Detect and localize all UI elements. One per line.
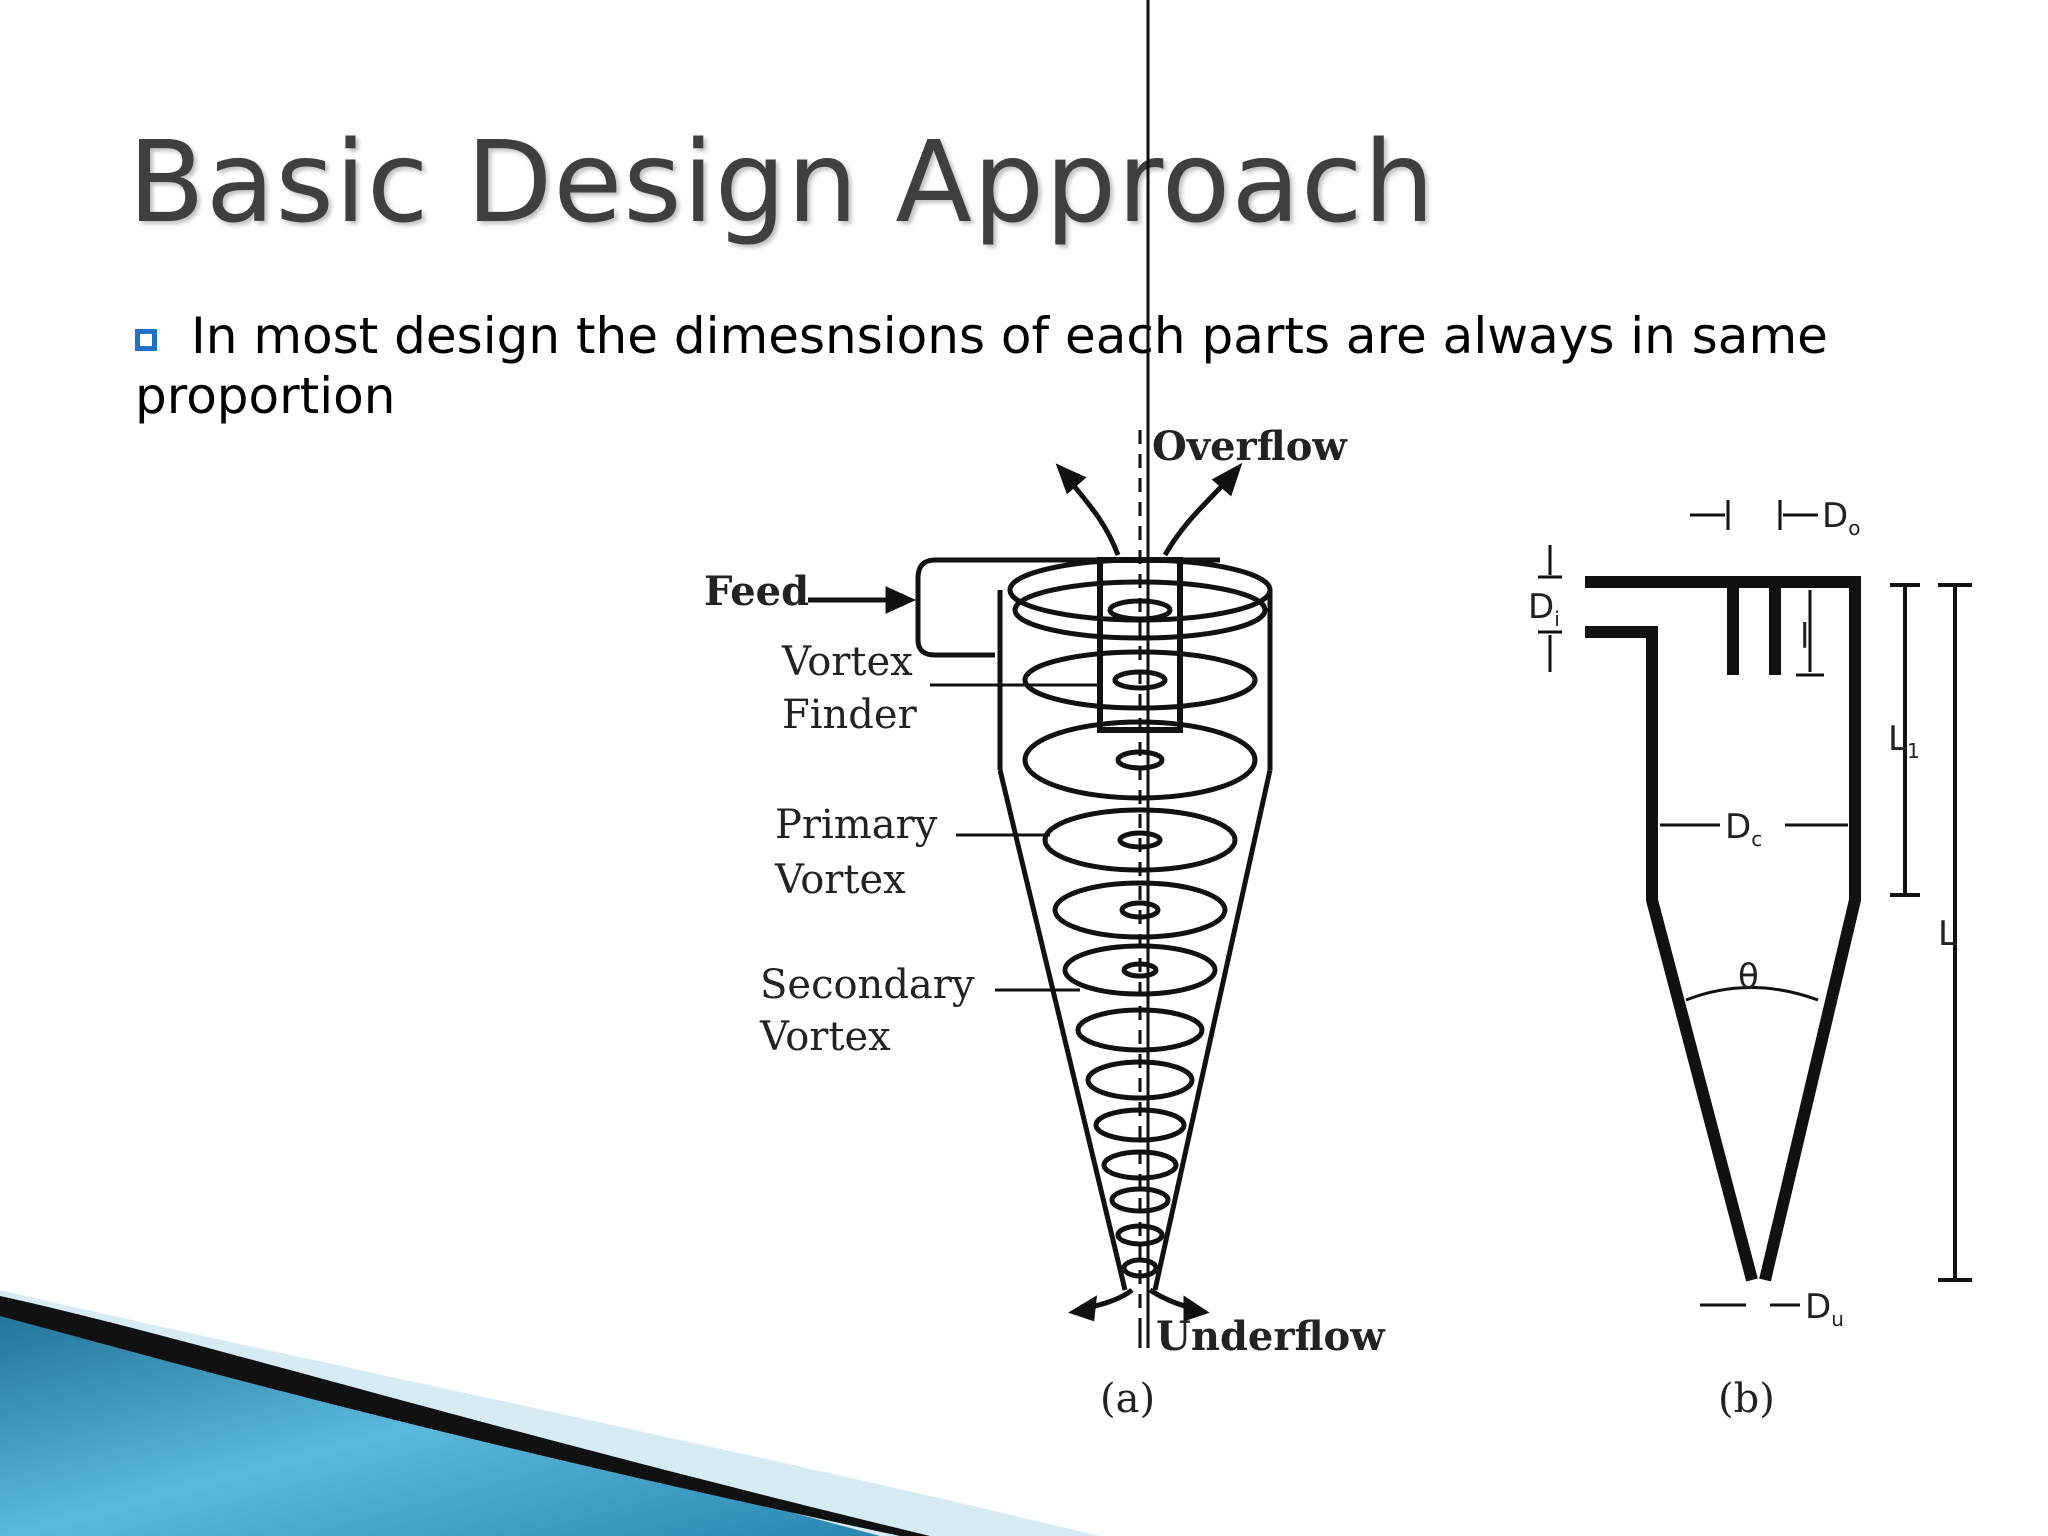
label-du: Du <box>1805 1287 1844 1331</box>
bullet-checkbox-icon <box>135 329 157 351</box>
vortex-finder <box>1097 557 1183 733</box>
caption-b: (b) <box>1718 1376 1775 1422</box>
label-underflow: Underflow <box>1156 1313 1386 1360</box>
feed-inlet <box>915 557 1220 658</box>
body-outline-right <box>1585 576 1861 1282</box>
label-do: Do <box>1822 496 1860 540</box>
cone-left <box>997 769 1128 1291</box>
label-feed: Feed <box>704 568 809 615</box>
label-overflow: Overflow <box>1152 423 1348 470</box>
bullet-text: In most design the dimesnsions of each p… <box>135 307 1828 425</box>
bullet-point: In most design the dimesnsions of each p… <box>135 306 1915 426</box>
label-primary-vortex-1: Primary <box>775 802 938 848</box>
swoosh-dark-band <box>0 1296 930 1536</box>
label-l1: L1 <box>1888 719 1920 763</box>
label-l: l <box>1800 617 1809 657</box>
cone-right <box>1152 769 1273 1291</box>
label-theta: θ <box>1738 957 1759 997</box>
label-primary-vortex-2: Vortex <box>774 857 906 903</box>
label-vortex-finder-1: Vortex <box>781 639 913 685</box>
body-outline-left <box>1585 626 1758 1282</box>
label-secondary-vortex-1: Secondary <box>760 962 975 1008</box>
swoosh-blue-band <box>0 1300 880 1536</box>
label-di: Di <box>1528 587 1560 631</box>
caption-a: (a) <box>1100 1376 1155 1422</box>
label-vortex-finder-2: Finder <box>782 692 918 738</box>
label-L: L <box>1938 914 1957 954</box>
label-dc: Dc <box>1725 807 1762 851</box>
slide-title: Basic Design Approach <box>128 118 1436 248</box>
label-secondary-vortex-2: Vortex <box>759 1014 891 1060</box>
